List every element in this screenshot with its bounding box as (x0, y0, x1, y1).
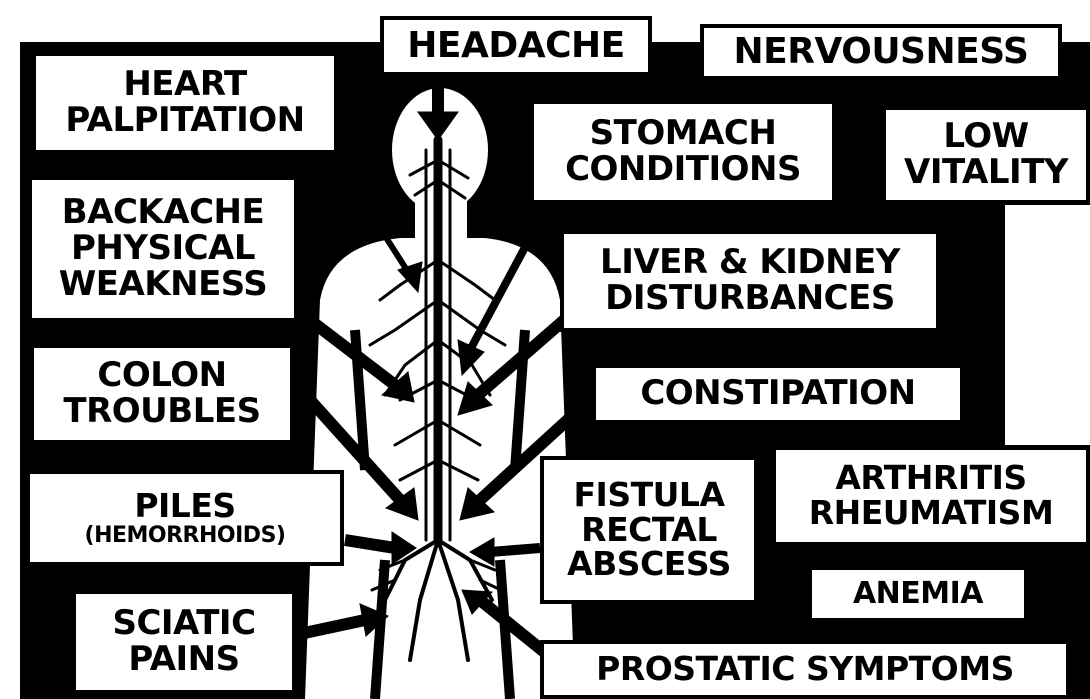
nervousness-text: NERVOUSNESS (734, 33, 1029, 71)
liver-line-1: LIVER & KIDNEY (600, 245, 900, 281)
label-backache: BACKACHE PHYSICAL WEAKNESS (28, 176, 298, 322)
anemia-text: ANEMIA (853, 578, 983, 610)
label-liver-kidney: LIVER & KIDNEY DISTURBANCES (560, 230, 940, 332)
heart-palpitation-line-2: PALPITATION (65, 103, 304, 139)
low-vitality-line-1: LOW (943, 119, 1028, 155)
heart-palpitation-line-1: HEART (123, 67, 246, 103)
label-prostatic-symptoms: PROSTATIC SYMPTOMS (540, 640, 1070, 699)
backache-line-1: BACKACHE (62, 195, 264, 231)
arthritis-line-1: ARTHRITIS (835, 461, 1026, 496)
label-constipation: CONSTIPATION (592, 364, 964, 424)
piles-line-1: PILES (134, 489, 235, 524)
constipation-text: CONSTIPATION (640, 376, 915, 412)
liver-line-2: DISTURBANCES (605, 281, 895, 317)
prostatic-text: PROSTATIC SYMPTOMS (596, 652, 1014, 687)
label-arthritis: ARTHRITIS RHEUMATISM (772, 446, 1090, 546)
fistula-line-3: ABSCESS (567, 547, 731, 582)
colon-line-1: COLON (97, 358, 226, 394)
sciatic-line-2: PAINS (128, 642, 239, 678)
right-white-margin (1005, 205, 1090, 445)
piles-line-2: (HEMORRHOIDS) (85, 524, 286, 547)
stomach-line-1: STOMACH (590, 116, 777, 152)
label-colon-troubles: COLON TROUBLES (30, 344, 294, 444)
label-low-vitality: LOW VITALITY (882, 106, 1090, 204)
label-heart-palpitation: HEART PALPITATION (32, 52, 338, 154)
colon-line-2: TROUBLES (63, 394, 260, 430)
stomach-line-2: CONDITIONS (565, 152, 801, 188)
label-stomach-conditions: STOMACH CONDITIONS (530, 100, 836, 204)
fistula-line-2: RECTAL (581, 513, 717, 548)
label-fistula: FISTULA RECTAL ABSCESS (540, 456, 758, 604)
arthritis-line-2: RHEUMATISM (809, 496, 1054, 531)
label-sciatic-pains: SCIATIC PAINS (72, 590, 296, 694)
label-anemia: ANEMIA (808, 566, 1028, 622)
fistula-line-1: FISTULA (574, 478, 725, 513)
backache-line-2: PHYSICAL (71, 231, 255, 267)
label-piles: PILES (HEMORRHOIDS) (26, 470, 344, 566)
label-nervousness: NERVOUSNESS (700, 24, 1062, 80)
backache-line-3: WEAKNESS (59, 267, 268, 303)
sciatic-line-1: SCIATIC (112, 606, 255, 642)
headache-text: HEADACHE (407, 27, 624, 65)
label-headache: HEADACHE (380, 16, 652, 76)
low-vitality-line-2: VITALITY (904, 155, 1068, 191)
